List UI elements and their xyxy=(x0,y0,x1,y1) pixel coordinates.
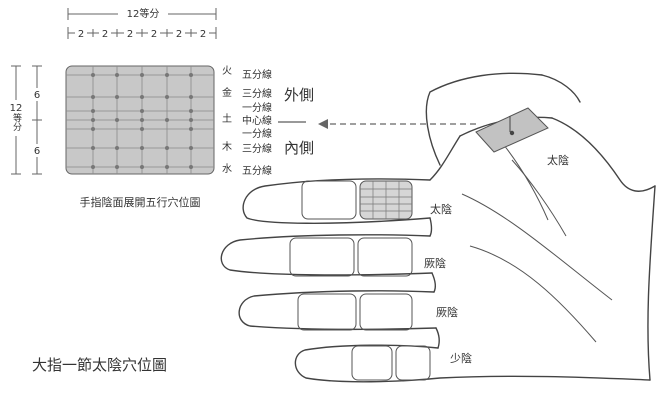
finger-label-middle: 厥陰 xyxy=(424,256,446,270)
top-ruler-label-bg xyxy=(118,6,168,20)
segment-label: 2 xyxy=(200,29,206,40)
finger-label-index: 太陰 xyxy=(430,202,452,216)
dashed-arrow xyxy=(318,119,476,129)
left-ruler-upper-label: 6 xyxy=(34,90,40,101)
line-label: 五分線 xyxy=(242,68,272,81)
line-label: 三分線 xyxy=(242,142,272,155)
line-label: 中心線 xyxy=(242,114,272,127)
segment-label: 2 xyxy=(78,29,84,40)
line-label: 一分線 xyxy=(242,101,272,114)
left-ruler-lower-label: 6 xyxy=(34,146,40,157)
left-ruler-total-chars: 等分 xyxy=(11,112,22,132)
segment-label: 2 xyxy=(127,29,133,40)
element-earth: 土 xyxy=(222,112,232,125)
element-labels: 火 金 土 木 水 xyxy=(222,65,232,175)
top-ruler-segment-labels: 2 2 2 2 2 2 xyxy=(75,27,209,40)
hand-outline xyxy=(220,72,656,383)
finger-segments xyxy=(289,180,431,381)
segment-label: 2 xyxy=(151,29,157,40)
segment-label: 2 xyxy=(176,29,182,40)
thumb-point-area xyxy=(475,107,549,153)
main-caption: 大指一節太陰穴位圖 xyxy=(32,356,167,374)
line-label: 三分線 xyxy=(242,87,272,100)
expanded-finger-panel xyxy=(65,65,215,175)
panel-caption: 手指陰面展開五行穴位圖 xyxy=(80,195,201,209)
element-fire: 火 xyxy=(222,65,232,77)
line-label: 一分線 xyxy=(242,127,272,140)
outer-side-label: 外側 xyxy=(284,86,314,104)
element-metal: 金 xyxy=(222,86,232,99)
finger-label-ring: 厥陰 xyxy=(436,305,458,319)
palm-creases xyxy=(461,139,613,343)
left-ruler-total-number: 12 xyxy=(10,103,23,114)
hand-labels: 太陰 太陰 厥陰 厥陰 少陰 xyxy=(424,153,569,365)
line-label: 五分線 xyxy=(242,164,272,177)
element-wood: 木 xyxy=(222,141,232,153)
line-labels: 五分線 三分線 一分線 中心線 一分線 三分線 五分線 xyxy=(242,68,272,177)
segment-label: 2 xyxy=(102,29,108,40)
thumb-taiyin-label: 太陰 xyxy=(547,153,569,167)
finger-label-little: 少陰 xyxy=(450,351,472,365)
inner-side-label: 內側 xyxy=(284,139,314,157)
element-water: 水 xyxy=(222,163,232,175)
top-ruler-total-label: 12等分 xyxy=(127,7,160,20)
